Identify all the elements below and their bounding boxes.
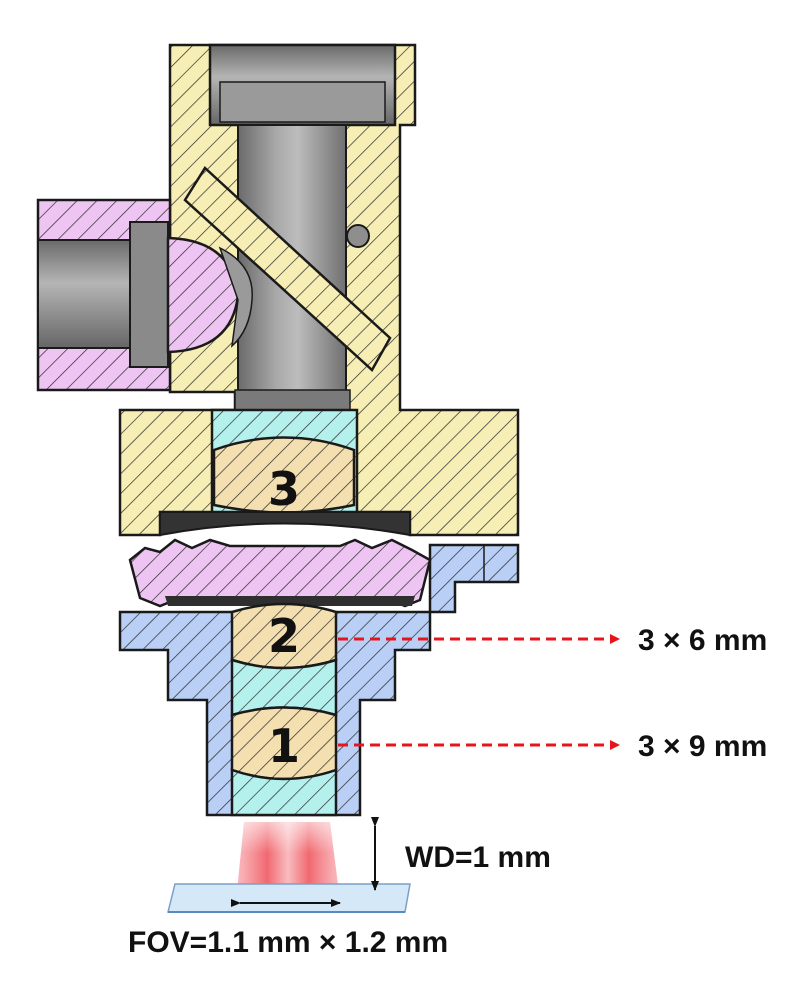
sample-slide (167, 883, 411, 913)
side-port (36, 198, 253, 392)
lens-spacer (230, 658, 338, 717)
lens-2-dimension: 3 × 6 mm (638, 624, 767, 657)
working-distance-label: WD=1 mm (405, 841, 551, 874)
lens-2-label: 2 (268, 609, 300, 663)
field-of-view-label: FOV=1.1 mm × 1.2 mm (128, 926, 448, 959)
illumination-beam (236, 822, 340, 900)
ring-gap (165, 596, 415, 606)
dichroic-mirror (183, 166, 392, 372)
lens-3-label: 3 (268, 462, 300, 516)
top-socket (208, 43, 397, 127)
bore-chamber (234, 389, 351, 413)
threaded-ring (128, 538, 432, 608)
lens-1-dimension: 3 × 9 mm (638, 730, 767, 763)
curved-spacer (159, 511, 411, 537)
bottom-holder (230, 768, 338, 817)
lens-3: 3 (212, 436, 356, 516)
side-hole (346, 224, 370, 248)
lens-2: 2 (230, 602, 338, 670)
lens-1-label: 1 (268, 719, 300, 773)
lens-1: 1 (230, 706, 338, 781)
